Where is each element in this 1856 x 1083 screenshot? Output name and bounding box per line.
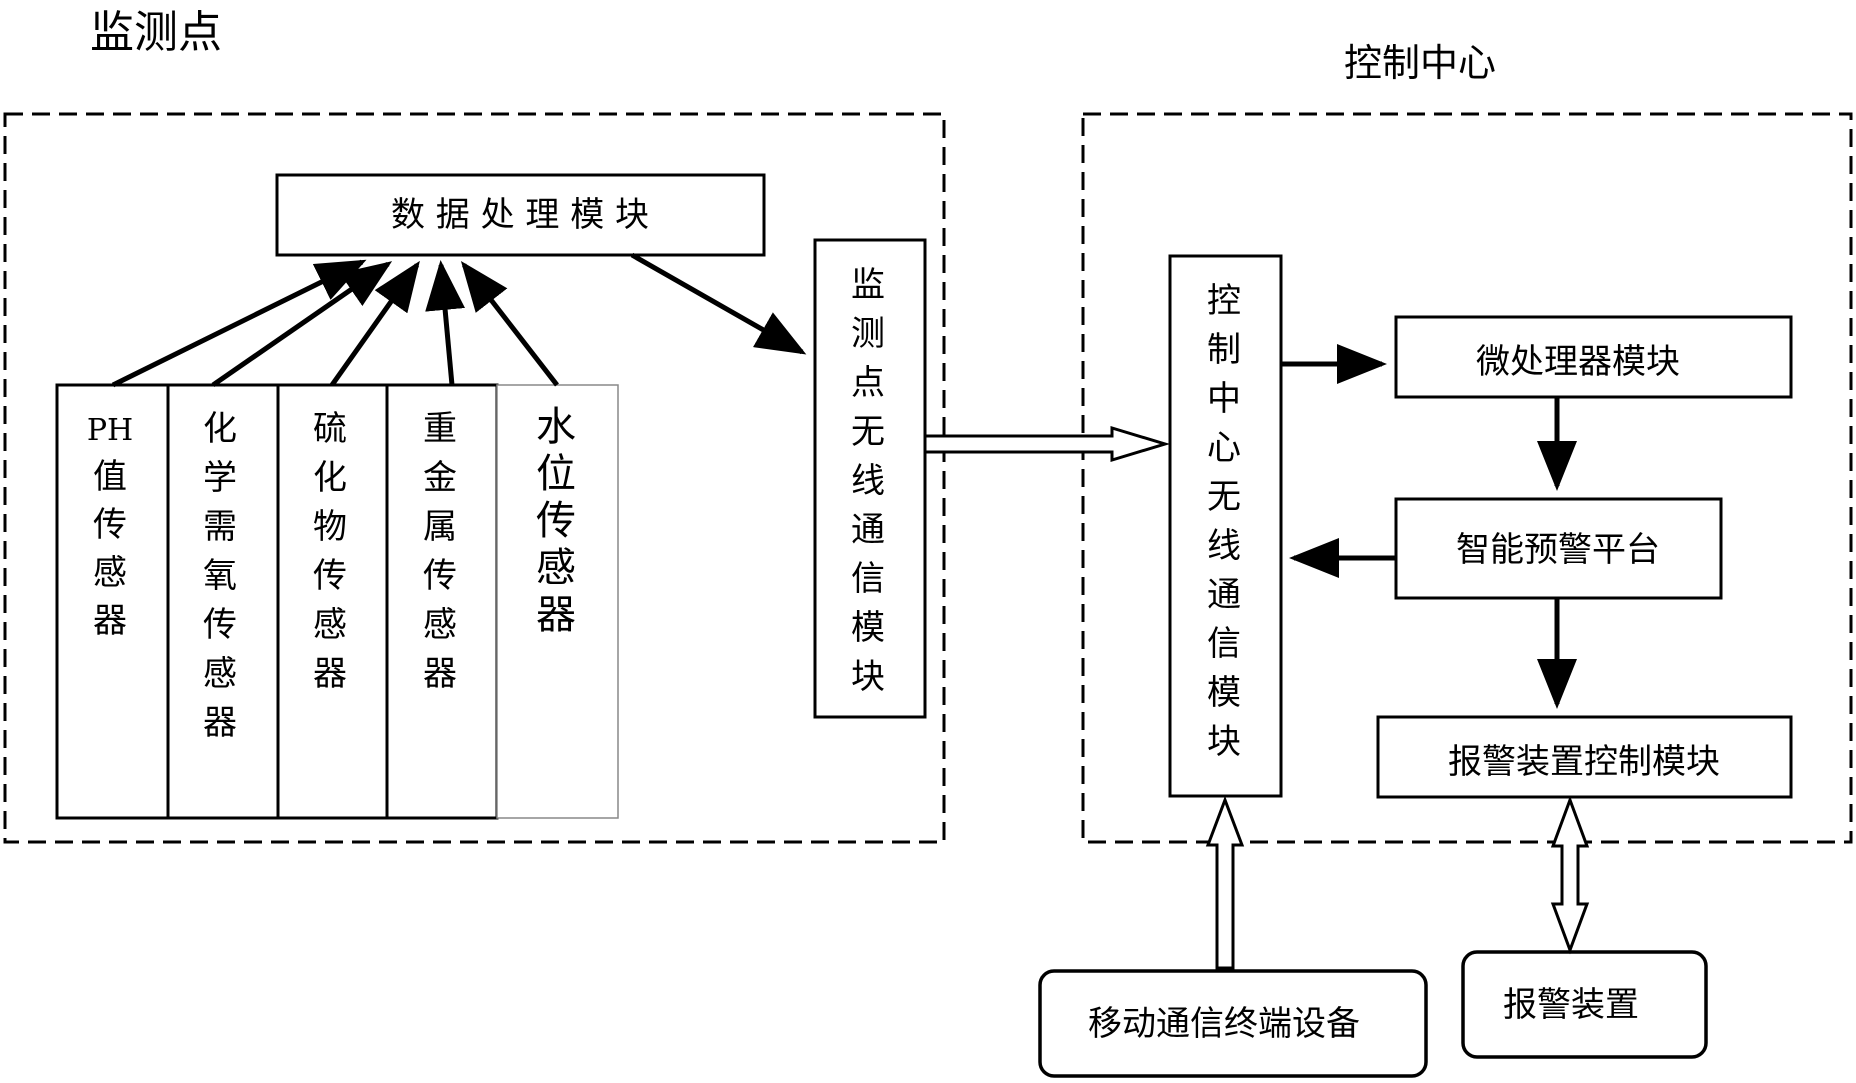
arrow-heavy-metal-to-data-processing [425,260,466,386]
control-wireless-label-char: 无 [1207,477,1241,517]
control-wireless-label-char: 信 [1207,624,1241,664]
alarm-control-module: 报警装置控制模块 [1376,715,1793,799]
sensor-label-sulfide-char: 硫 [313,409,347,449]
sensor-label-cod-char: 氧 [203,556,237,596]
monitoring-wireless-label-char: 监 [851,265,885,305]
monitoring-wireless-label-char: 块 [851,657,885,697]
data-processing-module: 数 据 处 理 模 块 [275,173,766,257]
arrow-ph-to-data-processing [111,259,367,388]
sensor-label-ph-char: 值 [93,457,127,497]
monitoring-wireless-label-char: 无 [851,412,885,452]
sensor-label-sulfide-char: 传 [313,556,347,596]
sensor-label-ph-char: 传 [93,505,127,545]
sensor-arrows [111,259,559,388]
monitoring-wireless-label-char: 通 [851,510,885,550]
control-center-group [1081,112,1853,844]
monitoring-point-title: 监测点 [90,7,222,58]
sensor-label-cod-char: 化 [203,409,237,449]
sensor-label-water-level-char: 感 [536,545,576,591]
hollow-arrow-alarm-bidirectional [1550,795,1590,955]
control-wireless-label-char: 控 [1207,281,1241,321]
hollow-arrow-wireless-link [923,425,1171,463]
arrow-sulfide-to-data-processing [329,260,420,387]
arrow-water-level-to-data-processing [460,261,559,387]
sensor-label-cod-char: 传 [203,605,237,645]
sensor-label-sulfide-char: 器 [313,654,347,694]
sensor-label-water-level-char: 传 [536,498,576,544]
sensor-label-sulfide-char: 感 [313,605,347,645]
hollow-arrow-mobile-to-wireless [1205,795,1245,970]
sensor-label-cod-char: 学 [203,458,237,498]
arrow-data-processing-to-wireless [630,252,807,355]
data-processing-module-label: 数 据 处 理 模 块 [391,195,649,235]
monitoring-point-group [3,112,946,844]
mobile-terminal-label: 移动通信终端设备 [1088,1004,1360,1044]
monitoring-wireless-label-char: 点 [851,363,885,403]
sensor-label-heavy-metal-char: 重 [423,409,457,449]
microprocessor-module-label: 微处理器模块 [1476,342,1680,382]
warning-platform-label: 智能预警平台 [1456,530,1660,570]
control-wireless-label-char: 中 [1207,379,1241,419]
monitoring-wireless-label-char: 信 [851,559,885,599]
control-wireless-label-char: 制 [1207,330,1241,370]
sensor-label-water-level-char: 位 [536,451,576,497]
control-wireless-label-char: 线 [1207,526,1241,566]
control-wireless-label-char: 块 [1207,722,1241,762]
sensor-label-water-level-char: 器 [536,592,576,638]
monitoring-wireless-label-char: 测 [851,314,885,354]
control-wireless-label-char: 心 [1207,428,1241,468]
control-center-title: 控制中心 [1344,41,1496,85]
sensor-box-heavy-metal [385,383,499,820]
sensor-label-sulfide-char: 物 [313,507,347,547]
control-wireless-label-char: 通 [1207,575,1241,615]
alarm-device-label: 报警装置 [1503,985,1639,1025]
sensor-label-heavy-metal-char: 属 [423,507,457,547]
monitoring-wireless-label-char: 模 [851,608,885,648]
sensor-label-heavy-metal-char: 传 [423,556,457,596]
alarm-control-module-label: 报警装置控制模块 [1448,742,1720,782]
sensor-label-ph-char: 感 [93,553,127,593]
sensor-label-ph-char: 器 [93,601,127,641]
sensor-box-sulfide [276,383,389,820]
sensor-label-heavy-metal-char: 感 [423,605,457,645]
control-wireless-label-char: 模 [1207,673,1241,713]
mobile-terminal: 移动通信终端设备 [1038,969,1428,1078]
microprocessor-module: 微处理器模块 [1394,315,1793,399]
alarm-device: 报警装置 [1461,950,1708,1059]
sensor-label-cod-char: 器 [203,703,237,743]
warning-platform: 智能预警平台 [1394,497,1723,600]
sensor-label-heavy-metal-char: 器 [423,654,457,694]
sensor-label-sulfide-char: 化 [313,458,347,498]
monitoring-wireless-label-char: 线 [851,461,885,501]
sensor-label-cod-char: 需 [203,507,237,547]
sensor-label-ph-char: PH [87,413,133,448]
arrow-cod-to-data-processing [211,261,393,388]
sensor-label-cod-char: 感 [203,654,237,694]
sensor-box-water-level [496,384,619,819]
sensor-label-heavy-metal-char: 金 [423,458,457,498]
sensor-box-cod [166,383,280,820]
sensor-label-water-level-char: 水 [536,404,576,450]
